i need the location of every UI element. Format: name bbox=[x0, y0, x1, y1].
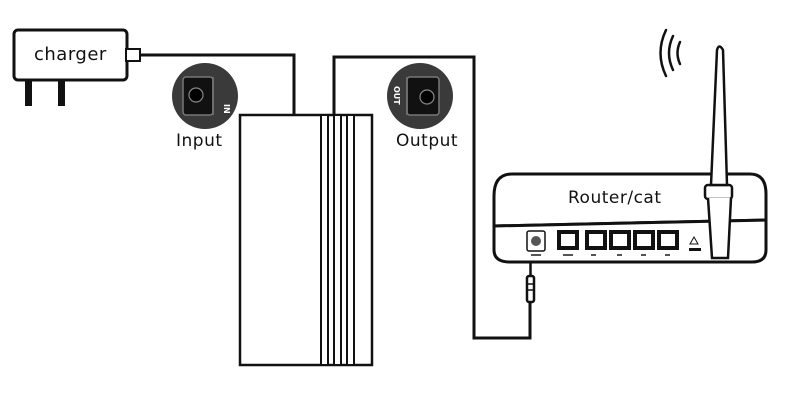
wifi-signal-icon bbox=[659, 28, 682, 78]
charger-adapter bbox=[12, 28, 141, 106]
router-reset-button bbox=[689, 248, 701, 251]
charger-prong-left bbox=[25, 80, 32, 106]
charger-cable-boot bbox=[125, 48, 141, 62]
router-warning-mark bbox=[689, 235, 699, 245]
charger-prong-right bbox=[58, 80, 65, 106]
dc-jack-output-icon: OUT bbox=[387, 63, 453, 129]
router-icon bbox=[492, 172, 768, 264]
router-dc-socket-pin bbox=[531, 236, 541, 246]
power-bank-stripe-2 bbox=[333, 114, 342, 366]
router-top bbox=[492, 172, 768, 228]
output-cable bbox=[332, 55, 532, 340]
output-label: Output bbox=[396, 131, 459, 151]
input-label: Input bbox=[176, 131, 223, 151]
router-label: Router/cat bbox=[568, 188, 662, 208]
power-bank-stripe-3 bbox=[346, 114, 355, 366]
output-jack-tag: OUT bbox=[392, 86, 401, 105]
charger-label: charger bbox=[34, 44, 107, 65]
antenna-icon bbox=[703, 45, 734, 260]
power-bank-stripe-1 bbox=[320, 114, 329, 366]
power-bank bbox=[238, 113, 374, 367]
dc-jack-input-icon: IN bbox=[172, 63, 238, 129]
charger-cable bbox=[140, 53, 296, 115]
dc-plug-icon bbox=[525, 262, 536, 304]
input-jack-tag: IN bbox=[222, 104, 231, 114]
